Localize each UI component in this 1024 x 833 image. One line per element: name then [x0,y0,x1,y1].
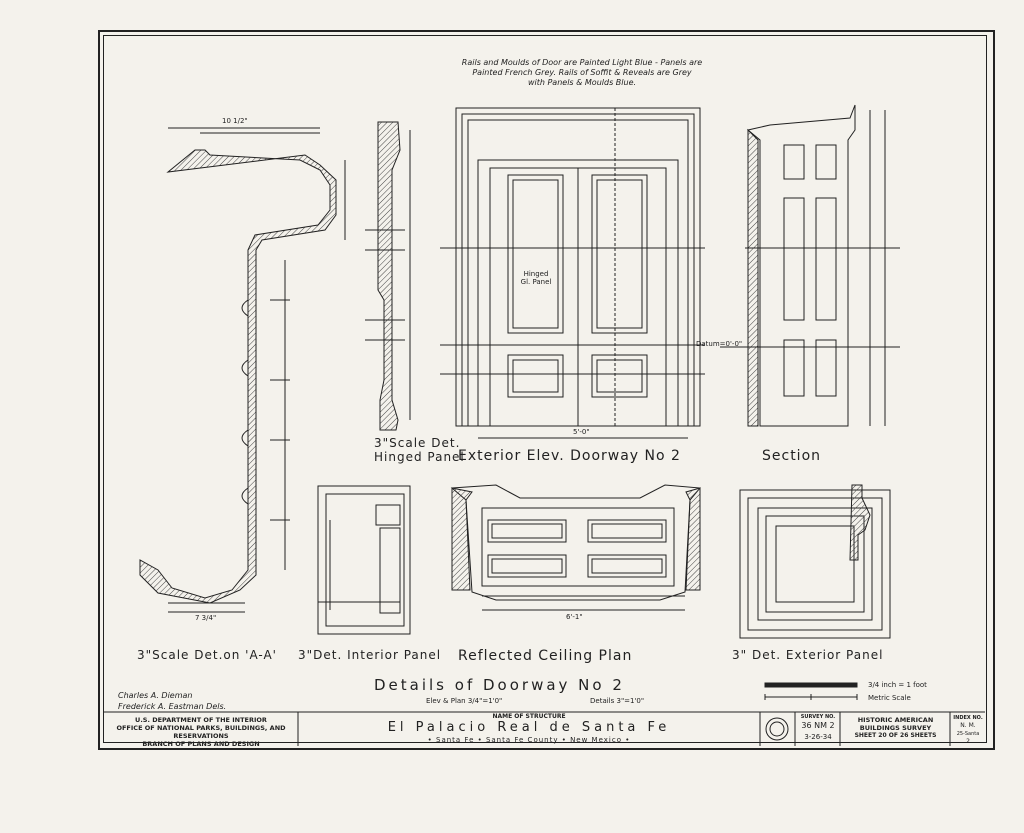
exterior-elevation-drawing [440,107,705,439]
paint-note-line: Painted French Grey. Rails of Soffit & R… [472,68,692,77]
details-elev-scale: Elev & Plan 3/4"=1'0" [426,697,503,705]
scale-bars [764,682,858,700]
paint-note: Rails and Moulds of Door are Painted Lig… [452,58,712,88]
caption-section: Section [762,448,822,464]
details-title: Details of Doorway No 2 [374,676,625,694]
dim-label: 5'-0" [573,428,590,436]
caption-detail-aa: 3"Scale Det.on 'A-A' [137,648,277,662]
agency-line: U.S. DEPARTMENT OF THE INTERIOR [135,716,267,724]
dim-label: 10 1/2" [222,117,248,125]
paint-note-line: with Panels & Moulds Blue. [527,78,637,87]
dim-label: 7 3/4" [195,614,217,622]
interior-panel-drawing [317,485,411,635]
structure-location: • Santa Fe • Santa Fe County • New Mexic… [427,736,631,744]
sheet-border-outer [98,30,995,750]
habs-line: HISTORIC AMERICAN [857,716,934,724]
caption-hinged-line: Hinged Panel [374,450,465,464]
details-detail-scale: Details 3"=1'0" [590,697,645,705]
structure-name: El Palacio Real de Santa Fe [387,720,671,735]
hinged-glass-label-line: Gl. Panel [520,278,552,286]
hinged-panel-drawing [365,121,411,431]
caption-exterior-panel: 3" Det. Exterior Panel [732,648,884,662]
hinged-glass-label: Hinged Gl. Panel [516,270,556,286]
agency-line: BRANCH OF PLANS AND DESIGN [142,740,260,748]
index-block: INDEX NO. N. M. 25-Santa 2 [951,714,985,746]
index-line: 25-Santa [956,731,980,737]
caption-exterior-elevation: Exterior Elev. Doorway No 2 [458,448,681,464]
hinged-glass-label-line: Hinged [523,270,549,278]
agency-block: U.S. DEPARTMENT OF THE INTERIOR OFFICE O… [104,716,298,748]
title-block-lines [103,711,985,746]
habs-block: HISTORIC AMERICAN BUILDINGS SURVEY SHEET… [841,716,950,740]
habs-line: BUILDINGS SURVEY [859,724,932,732]
delineators: Charles A. Dieman Frederick A. Eastman D… [118,690,226,712]
delineator-name: Charles A. Dieman [118,691,193,700]
index-line: N. M. [960,722,976,729]
index-line: 2 [966,738,970,745]
ceiling-plan-drawing [450,484,701,611]
caption-hinged-panel: 3"Scale Det. Hinged Panel [374,436,465,464]
agency-line: OFFICE OF NATIONAL PARKS, BUILDINGS, AND… [116,724,286,740]
survey-no-label: SURVEY NO. [800,714,836,720]
sheet-number: SHEET 20 OF 26 SHEETS [854,732,937,739]
exterior-panel-drawing [739,484,891,639]
datum-label: Datum=0'-0" [696,340,743,348]
dim-label: 6'-1" [566,613,583,621]
survey-date: 3-26-34 [804,733,832,741]
structure-name-label: NAME OF STRUCTURE [492,713,566,720]
index-label: INDEX NO. [953,715,983,721]
sheet-border-inner [103,35,987,743]
scale-inch-label: 3/4 inch = 1 foot [868,681,927,689]
delineator-name: Frederick A. Eastman Dels. [118,702,227,711]
caption-interior-panel: 3"Det. Interior Panel [298,648,442,662]
caption-hinged-line: 3"Scale Det. [374,436,461,450]
profile-aa-drawing [139,127,346,613]
scale-metric-label: Metric Scale [868,694,911,702]
section-drawing [720,104,900,427]
survey-no: 36 NM 2 [801,721,835,730]
paint-note-line: Rails and Moulds of Door are Painted Lig… [461,58,703,67]
caption-ceiling-plan: Reflected Ceiling Plan [458,648,633,664]
